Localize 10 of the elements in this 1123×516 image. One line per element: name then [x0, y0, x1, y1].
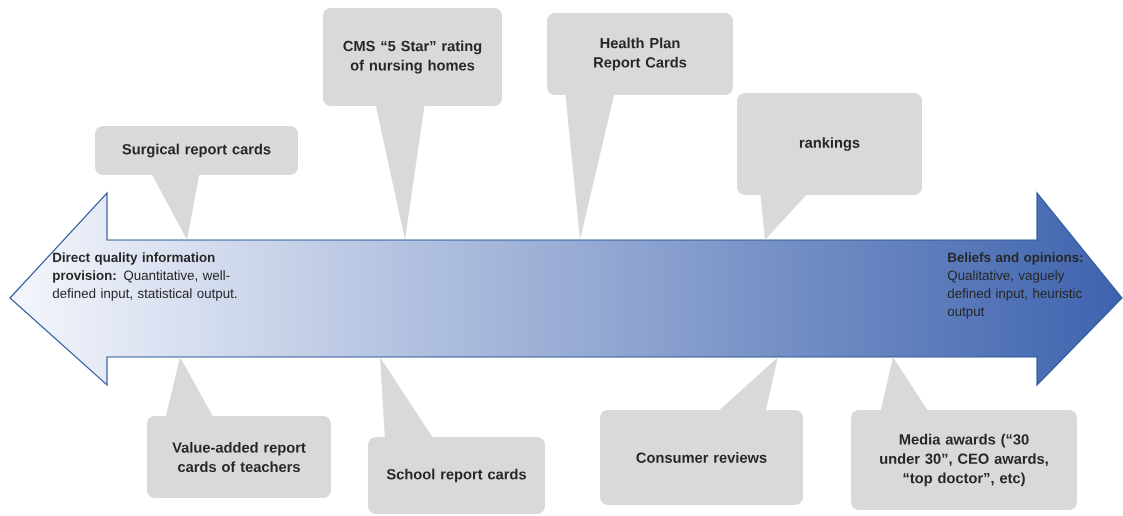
- callout-box: Surgical report cards: [95, 126, 298, 240]
- callout-box: Media awards (“30 under 30”, CEO awards, “top doctor”, etc): [851, 357, 1077, 510]
- callout-box: Value-added report cards of teachers: [147, 357, 331, 498]
- callout-box: School report cards: [368, 357, 545, 514]
- arrow-text: Beliefs and opinions: Qualitative, vaguely defined input, heuristic output: [947, 252, 1083, 319]
- callout-box: rankings: [737, 93, 922, 240]
- callout-box: CMS “5 Star” rating of nursing homes: [323, 8, 502, 240]
- arrow-text: Direct quality information provision: Quantitative, well-defined input, statistical output.: [52, 252, 237, 301]
- callout-box: Consumer reviews: [600, 357, 803, 505]
- callout-box: Health Plan Report Cards: [547, 13, 733, 240]
